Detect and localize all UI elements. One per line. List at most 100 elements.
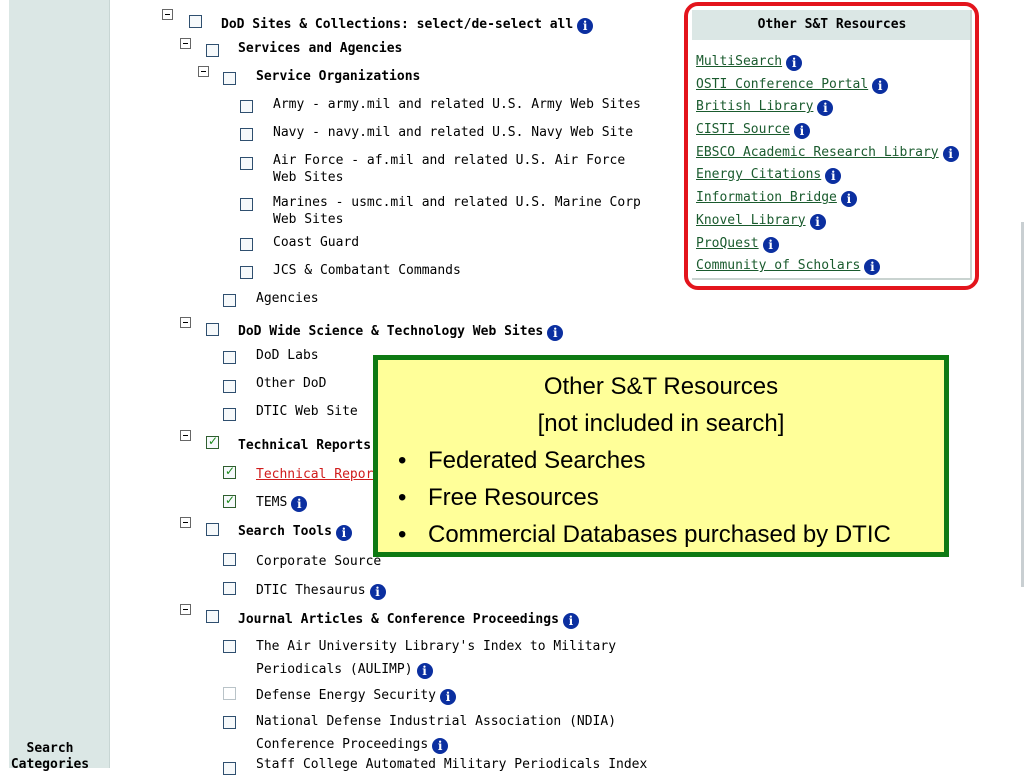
info-icon[interactable]: i (577, 18, 594, 34)
tech-reports-link[interactable]: Technical Reports (256, 467, 390, 482)
info-icon[interactable]: i (440, 689, 457, 705)
checkbox-air-force[interactable] (240, 157, 253, 170)
checkbox-jcs[interactable] (240, 266, 253, 279)
resource-link-multisearch[interactable]: MultiSearch (696, 54, 783, 69)
checkbox-dod-wide[interactable] (206, 323, 219, 336)
checkbox-navy[interactable] (240, 128, 253, 141)
checkbox-search-tools[interactable] (206, 523, 219, 536)
info-icon[interactable]: i (942, 145, 959, 162)
checkbox-tech-reports[interactable] (206, 434, 219, 449)
callout-bullet: •Federated Searches (398, 447, 646, 474)
collapse-icon[interactable] (180, 430, 191, 441)
checkbox-corporate-source[interactable] (223, 553, 236, 566)
info-icon[interactable]: i (817, 100, 834, 117)
resource-link-cisti[interactable]: CISTI Source (696, 122, 790, 138)
checkbox-tech-reports-link[interactable] (223, 464, 236, 479)
info-icon[interactable]: i (547, 325, 564, 341)
checkbox-army[interactable] (240, 100, 253, 113)
info-icon[interactable]: i (291, 496, 308, 512)
tree-item-aulimp: The Air University Library's Index to Mi… (256, 639, 617, 679)
tree-item-staff-college: Staff College Automated Military Periodi… (256, 757, 648, 772)
resource-link-community-of-scholars[interactable]: Community of Scholars (696, 258, 861, 274)
tree-item-navy: Navy - navy.mil and related U.S. Navy We… (273, 125, 634, 140)
resource-link-osti[interactable]: OSTI Conference Portal (696, 76, 869, 92)
checkbox-staff-college[interactable] (223, 762, 236, 775)
callout-title: Other S&T Resources (543, 373, 779, 400)
collapse-icon[interactable] (162, 9, 173, 20)
collapse-icon[interactable] (180, 517, 191, 528)
checkbox-marines[interactable] (240, 198, 253, 211)
checkbox-agencies[interactable] (223, 294, 236, 307)
checkbox-aulimp[interactable] (223, 640, 236, 653)
tree-item-service-orgs: Service Organizations (256, 69, 421, 84)
info-icon[interactable]: i (864, 259, 881, 276)
resource-link-knovel[interactable]: Knovel Library (696, 212, 806, 228)
info-icon[interactable]: i (809, 213, 826, 230)
info-icon[interactable]: i (793, 123, 810, 140)
callout-bullet: •Commercial Databases purchased by DTIC (398, 521, 891, 548)
resource-link-british-library[interactable]: British Library (696, 99, 814, 115)
info-icon[interactable]: i (840, 191, 857, 208)
tree-item-jcs: JCS & Combatant Commands (273, 263, 461, 278)
collapse-icon[interactable] (198, 66, 209, 77)
checkbox-coast-guard[interactable] (240, 238, 253, 251)
info-icon[interactable]: i (432, 738, 449, 754)
other-resources-title: Other S&T Resources (692, 10, 972, 40)
info-icon[interactable]: i (825, 168, 842, 185)
left-panel (0, 0, 110, 768)
tree-item-agencies: Agencies (256, 291, 319, 306)
checkbox-dod-labs[interactable] (223, 351, 236, 364)
info-icon[interactable]: i (786, 55, 803, 71)
info-icon[interactable]: i (369, 584, 386, 600)
checkbox-dod-sites[interactable] (189, 15, 202, 28)
resource-link-information-bridge[interactable]: Information Bridge (696, 190, 837, 206)
callout-subtitle: [not included in search] (537, 410, 785, 437)
info-icon[interactable]: i (562, 613, 579, 629)
checkbox-ndia[interactable] (223, 716, 236, 729)
checkbox-thesaurus[interactable] (223, 582, 236, 595)
info-icon[interactable]: i (335, 525, 352, 541)
tree-item-air-force: Air Force - af.mil and related U.S. Air … (273, 153, 626, 185)
scrollbar[interactable] (1021, 222, 1024, 587)
info-icon[interactable]: i (416, 663, 433, 679)
info-icon[interactable]: i (762, 236, 779, 253)
checkbox-other-dod[interactable] (223, 380, 236, 393)
callout-bullet: •Free Resources (398, 484, 599, 511)
tree-item-ndia: National Defense Industrial Association … (256, 714, 617, 754)
tree-item-tech-reports: Technical Reports (238, 438, 372, 453)
tree-item-marines: Marines - usmc.mil and related U.S. Mari… (273, 195, 641, 227)
resource-link-ebsco[interactable]: EBSCO Academic Research Library (696, 144, 939, 160)
info-icon[interactable]: i (872, 77, 889, 94)
tree-item-services: Services and Agencies (238, 41, 403, 56)
checkbox-dtic-web[interactable] (223, 408, 236, 421)
checkbox-energy-security[interactable] (223, 687, 236, 700)
tree-item-dtic-web: DTIC Web Site (256, 404, 358, 419)
tree-item-dod-sites: DoD Sites & Collections: select/de-selec… (221, 16, 594, 34)
collapse-icon[interactable] (180, 38, 191, 49)
resource-link-proquest[interactable]: ProQuest (696, 235, 759, 251)
collapse-icon[interactable] (180, 604, 191, 615)
checkbox-tems[interactable] (223, 493, 236, 508)
tree-item-coast-guard: Coast Guard (273, 235, 360, 250)
resource-link-energy-citations[interactable]: Energy Citations (696, 167, 822, 183)
checkbox-service-orgs[interactable] (223, 72, 236, 85)
checkbox-services[interactable] (206, 44, 219, 57)
tree-item-journal: Journal Articles & Conference Proceeding… (238, 611, 579, 629)
checkbox-journal[interactable] (206, 610, 219, 623)
tree-item-other-dod: Other DoD (256, 376, 327, 391)
collapse-icon[interactable] (180, 317, 191, 328)
